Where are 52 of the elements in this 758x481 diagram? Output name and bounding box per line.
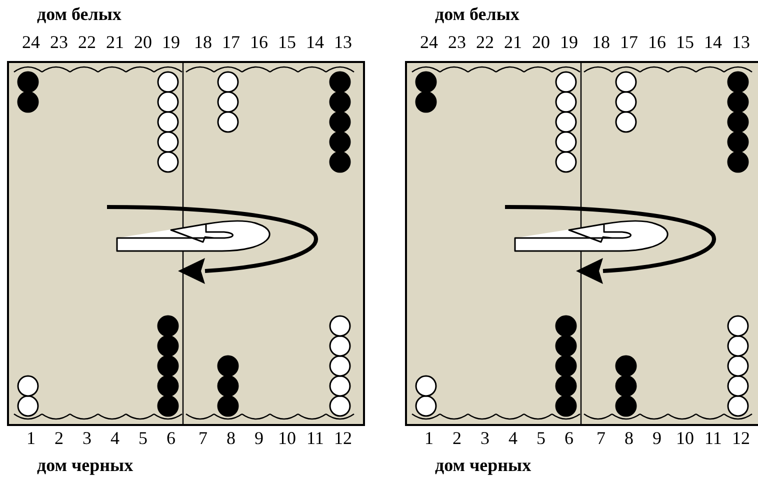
point-number: 4	[110, 428, 120, 448]
point-number: 13	[732, 32, 750, 52]
point-number: 24	[420, 32, 438, 52]
point-number: 20	[532, 32, 550, 52]
point-number: 15	[676, 32, 694, 52]
point-number: 9	[652, 428, 662, 448]
home-label: дом черных	[37, 455, 134, 475]
point-number: 19	[560, 32, 578, 52]
point-number: 1	[424, 428, 434, 448]
point-number: 11	[704, 428, 722, 448]
point-number: 5	[536, 428, 546, 448]
point-number: 8	[624, 428, 634, 448]
point-number: 21	[106, 32, 124, 52]
home-label: дом черных	[435, 455, 532, 475]
point-number: 2	[452, 428, 462, 448]
point-number: 19	[162, 32, 180, 52]
point-number: 1	[26, 428, 36, 448]
point-number: 10	[278, 428, 296, 448]
point-number: 18	[592, 32, 610, 52]
point-number: 24	[22, 32, 40, 52]
point-number: 23	[448, 32, 466, 52]
point-number: 7	[596, 428, 606, 448]
point-number: 7	[198, 428, 208, 448]
point-number: 4	[508, 428, 518, 448]
point-number: 2	[54, 428, 64, 448]
point-number: 20	[134, 32, 152, 52]
point-number: 12	[732, 428, 750, 448]
point-number: 22	[78, 32, 96, 52]
home-label: дом белых	[435, 4, 520, 24]
point-number: 14	[704, 32, 722, 52]
point-number: 6	[166, 428, 176, 448]
point-number: 17	[222, 32, 240, 52]
point-number: 11	[306, 428, 324, 448]
point-number: 15	[278, 32, 296, 52]
point-number: 21	[504, 32, 522, 52]
point-number: 23	[50, 32, 68, 52]
point-number: 3	[480, 428, 490, 448]
point-number: 18	[194, 32, 212, 52]
home-label: дом белых	[37, 4, 122, 24]
point-number: 14	[306, 32, 324, 52]
point-number: 13	[334, 32, 352, 52]
point-number: 6	[564, 428, 574, 448]
point-number: 17	[620, 32, 638, 52]
point-number: 8	[226, 428, 236, 448]
point-number: 16	[648, 32, 666, 52]
point-number: 16	[250, 32, 268, 52]
point-number: 9	[254, 428, 264, 448]
point-number: 12	[334, 428, 352, 448]
point-number: 22	[476, 32, 494, 52]
point-number: 10	[676, 428, 694, 448]
point-number: 5	[138, 428, 148, 448]
point-number: 3	[82, 428, 92, 448]
